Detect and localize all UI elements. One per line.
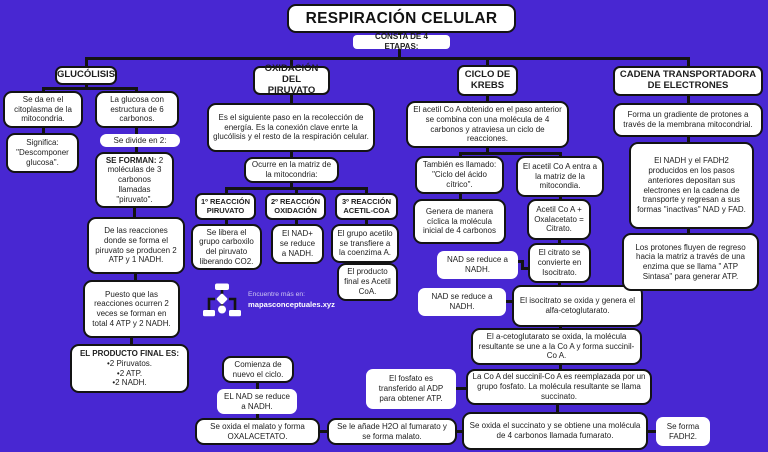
glucolisis-header: GLUCÓLISIS bbox=[55, 66, 117, 85]
connector bbox=[365, 187, 368, 195]
fadh2-box: Se forma FADH2. bbox=[656, 417, 710, 446]
connector bbox=[290, 93, 293, 105]
nad-reduce-box-2: NAD se reduce a NADH. bbox=[418, 288, 506, 316]
final-product-box: EL PRODUCTO FINAL ES: •2 Piruvatos. •2 A… bbox=[70, 344, 189, 393]
connector bbox=[398, 47, 401, 59]
oxalacetato-box: Se oxida el malato y forma OXALACETATO. bbox=[195, 418, 320, 445]
connector bbox=[687, 135, 690, 144]
alfa-cetoglutarato-box: El isocitrato se oxida y genera el alfa-… bbox=[512, 285, 643, 327]
piruvato-formed-text: SE FORMAN: 2 moléculas de 3 carbonos lla… bbox=[105, 155, 164, 204]
connector bbox=[486, 94, 489, 103]
connector bbox=[42, 87, 137, 90]
isocitrato-box: El citrato se convierte en Isocitrato. bbox=[528, 243, 591, 283]
connector bbox=[558, 281, 561, 287]
final-product-list: EL PRODUCTO FINAL ES: •2 Piruvatos. •2 A… bbox=[79, 349, 180, 388]
connector bbox=[225, 187, 228, 195]
connector bbox=[459, 192, 462, 201]
connector bbox=[486, 146, 489, 154]
connector bbox=[453, 387, 468, 390]
connector bbox=[687, 227, 690, 235]
connector bbox=[459, 152, 561, 155]
proton-gradient-box: Forma un gradiente de protones a través … bbox=[613, 103, 763, 137]
connector bbox=[365, 218, 368, 226]
concept-map-logo-icon bbox=[203, 283, 241, 317]
connector bbox=[558, 238, 561, 245]
page-title: RESPIRACIÓN CELULAR bbox=[287, 4, 516, 33]
glucolisis-meaning-box: Significa: "Descomponer glucosa". bbox=[6, 133, 79, 173]
glucolisis-location-box: Se da en el citoplasma de la mitocondria… bbox=[3, 91, 83, 128]
site-logo-text: Encuentre más en: mapasconceptuales.xyz bbox=[248, 291, 335, 309]
reaction3-header: 3º REACCIÓN ACETIL-COA bbox=[335, 193, 398, 220]
connector bbox=[559, 325, 562, 330]
connector bbox=[133, 206, 136, 219]
connector bbox=[135, 125, 138, 136]
piruvato-formed-box: SE FORMAN: 2 moléculas de 3 carbonos lla… bbox=[95, 152, 174, 208]
cyclic-molecule-box: Genera de manera cíclica la molécula ini… bbox=[413, 199, 506, 244]
connector bbox=[135, 87, 138, 94]
fosfato-adp-box: El fosfato es transferido al ADP para ob… bbox=[366, 369, 456, 409]
reactions-atp-box: De las reacciones donde se forma el piru… bbox=[87, 217, 185, 274]
connector bbox=[295, 187, 298, 195]
krebs-intro-box: El acetil Co A obtenido en el paso anter… bbox=[406, 101, 569, 148]
connector bbox=[459, 152, 462, 158]
connector bbox=[134, 272, 137, 282]
glucose-structure-box: La glucosa con estructura de 6 carbonos. bbox=[95, 91, 179, 128]
connector bbox=[295, 218, 298, 226]
nadh-fadh2-electrons-box: El NADH y el FADH2 producidos en los pas… bbox=[629, 142, 754, 229]
connector bbox=[559, 152, 562, 158]
reaction2-header: 2º REACCIÓN OXIDACIÓN bbox=[265, 193, 326, 220]
connector bbox=[559, 363, 562, 371]
malato-box: Se le añade H2O al fumarato y se forma m… bbox=[327, 418, 457, 445]
connector bbox=[503, 300, 514, 303]
connector bbox=[455, 430, 465, 433]
site-logo: Encuentre más en: mapasconceptuales.xyz bbox=[202, 283, 335, 317]
connector bbox=[42, 125, 45, 135]
acetil-enters-matrix-box: El acetil Co A entra a la matriz de la m… bbox=[516, 156, 604, 197]
connector bbox=[130, 336, 133, 346]
connector bbox=[85, 82, 88, 89]
reaction1-body-box: Se libera el grupo carboxilo del piruvat… bbox=[191, 224, 262, 270]
acetil-coa-product-box: El producto final es Acetil CoA. bbox=[337, 263, 398, 301]
cycle-restart-box: Comienza de nuevo el ciclo. bbox=[222, 356, 294, 383]
connector bbox=[515, 260, 524, 263]
fumarato-box: Se oxida el succinato y se obtiene una m… bbox=[462, 412, 648, 450]
connector bbox=[290, 181, 293, 189]
matrix-box: Ocurre en la matriz de la mitocondria: bbox=[244, 157, 339, 183]
cadena-header: CADENA TRANSPORTADORA DE ELECTRONES bbox=[613, 66, 763, 96]
atp-sintasa-box: Los protones fluyen de regreso hacia la … bbox=[622, 233, 759, 291]
succinil-coa-box: El a-cetoglutarato se oxida, la molécula… bbox=[471, 328, 642, 365]
reaction1-header: 1º REACCIÓN PIRUVATO bbox=[195, 193, 256, 220]
succinato-box: La Co A del succinil-Co A es reemplazada… bbox=[466, 369, 652, 405]
connector bbox=[135, 145, 138, 154]
connector bbox=[521, 267, 530, 270]
connector bbox=[317, 430, 329, 433]
connector bbox=[486, 57, 489, 67]
connector bbox=[256, 412, 259, 420]
connector bbox=[225, 218, 228, 226]
connector bbox=[559, 195, 562, 201]
connector bbox=[687, 57, 690, 68]
citrato-box: Acetil Co A + Oxalacetato = Citrato. bbox=[527, 199, 591, 240]
connector-trunk bbox=[85, 57, 688, 60]
nad-reduce-box-3: EL NAD se reduce a NADH. bbox=[217, 389, 297, 414]
oxidacion-header: OXIDACIÓN DEL PIRUVATO bbox=[253, 63, 330, 96]
krebs-aka-box: También es llamado: "Ciclo del ácido cít… bbox=[415, 156, 504, 194]
connector bbox=[290, 150, 293, 159]
connector bbox=[256, 381, 259, 391]
reaction2-body-box: El NAD+ se reduce a NADH. bbox=[271, 224, 324, 264]
reaction3-body-box: El grupo acetilo se transfiere a la coen… bbox=[331, 224, 399, 263]
divide-label: Se divide en 2: bbox=[100, 134, 180, 147]
connector bbox=[85, 57, 88, 68]
krebs-header: CICLO DE KREBS bbox=[457, 65, 518, 96]
connector bbox=[290, 57, 293, 68]
connector bbox=[645, 430, 658, 433]
connector bbox=[687, 94, 690, 105]
oxidacion-intro-box: Es el siguiente paso en la recolección d… bbox=[207, 103, 375, 152]
connector bbox=[521, 260, 524, 270]
nad-reduce-box-1: NAD se reduce a NADH. bbox=[437, 251, 518, 279]
connector bbox=[556, 403, 559, 414]
twice-reactions-box: Puesto que las reacciones ocurren 2 vece… bbox=[83, 280, 180, 338]
subtitle-badge: CONSTA DE 4 ETAPAS: bbox=[353, 32, 450, 51]
connector bbox=[42, 87, 45, 94]
